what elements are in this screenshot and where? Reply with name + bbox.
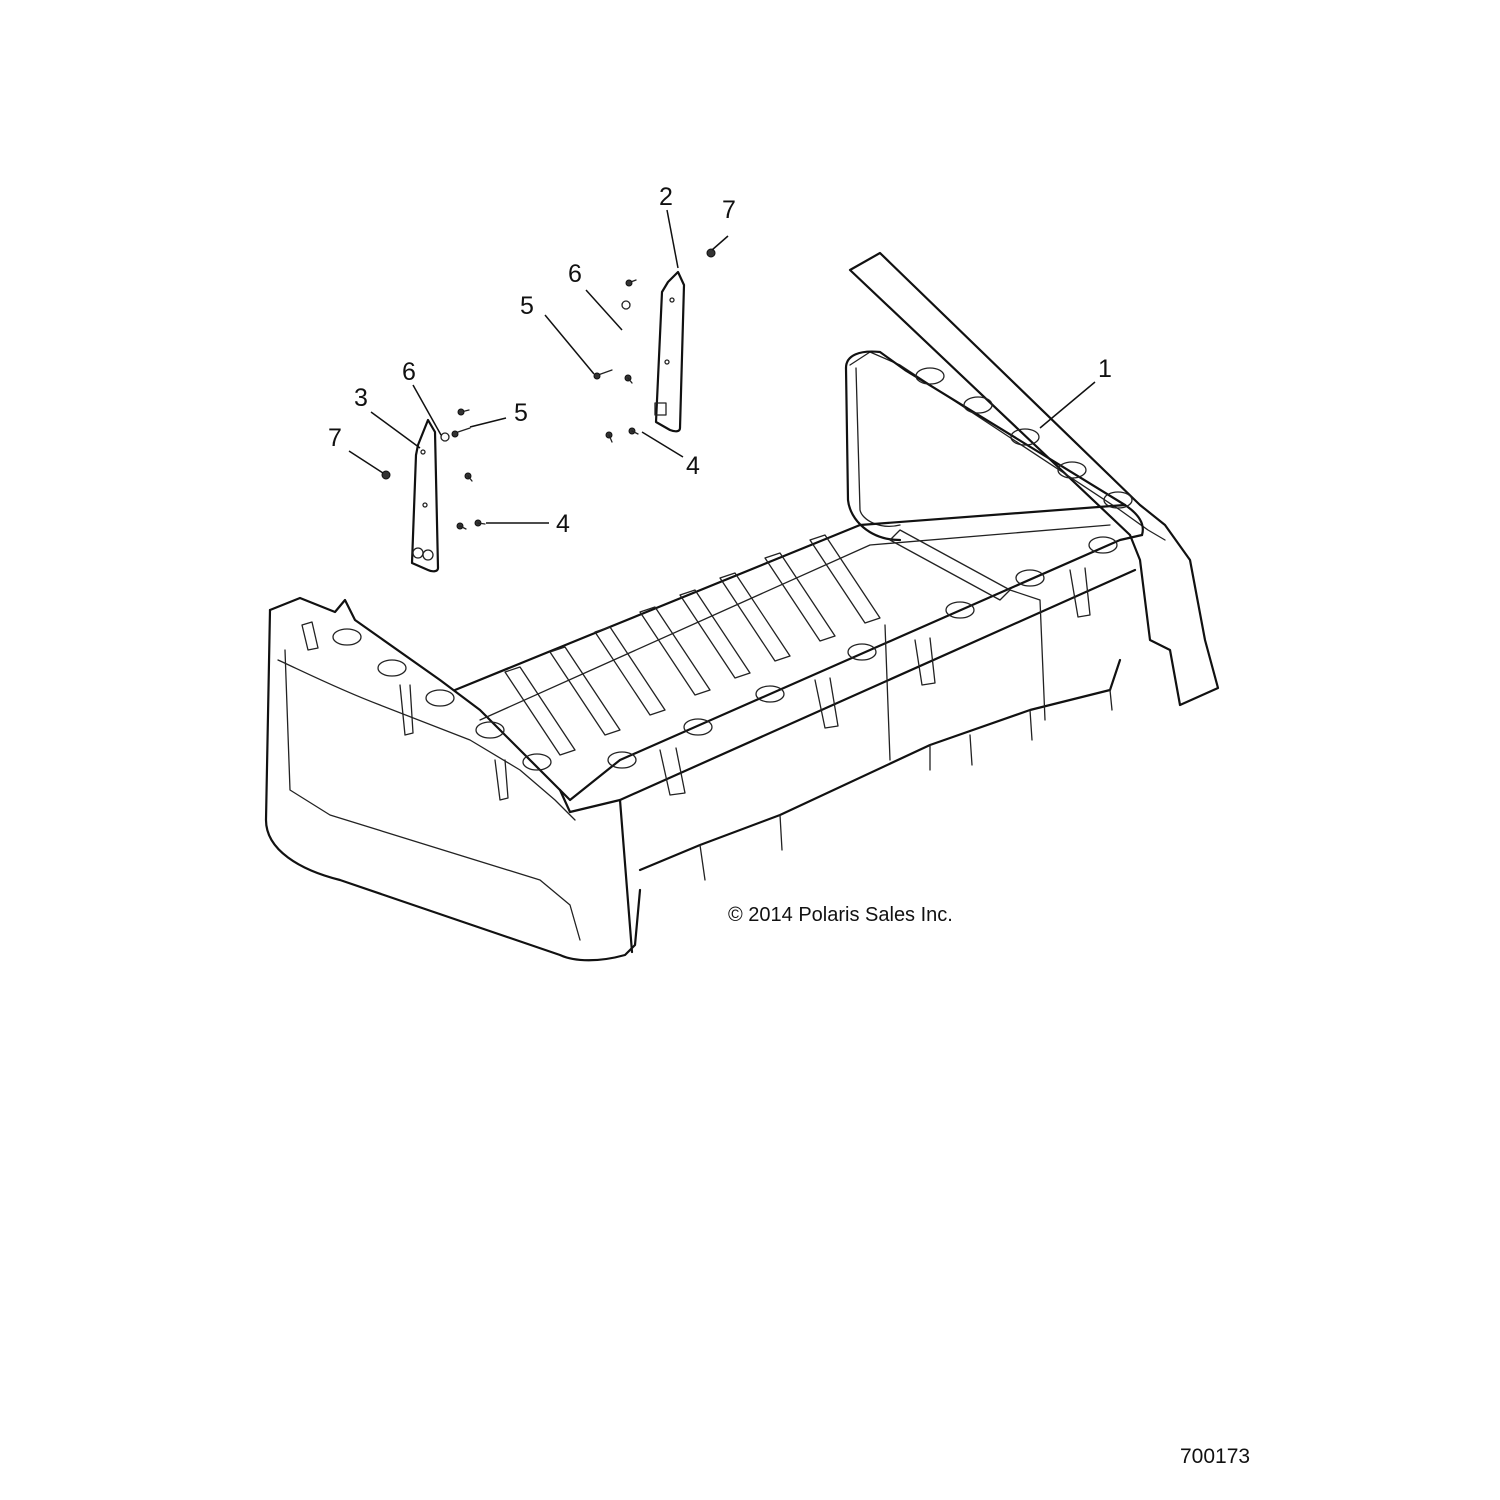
callout-4-lower: 4 (556, 510, 570, 538)
cargo-box (264, 251, 1220, 962)
callout-1: 1 (1098, 355, 1112, 383)
figure-id: 700173 (1180, 1445, 1250, 1468)
screw-icon (456, 374, 639, 530)
callout-labels: 1 2 3 4 4 5 5 6 6 7 7 (328, 183, 1112, 538)
callout-6-lower: 6 (402, 358, 416, 386)
callout-5-lower: 5 (514, 399, 528, 427)
copyright-notice: © 2014 Polaris Sales Inc. (728, 904, 953, 926)
stake-pockets (332, 367, 1133, 771)
callout-2: 2 (659, 183, 673, 211)
washer-icon (440, 432, 450, 442)
tie-down-hooks (301, 567, 1091, 801)
hardware (381, 248, 716, 530)
nut-icon (381, 470, 391, 480)
bracket-right (654, 270, 686, 433)
bolt-icon (451, 279, 637, 438)
washer-icon (621, 300, 631, 310)
bracket-left (410, 418, 440, 573)
callout-7-upper: 7 (722, 196, 736, 224)
leader-lines (348, 209, 1096, 524)
nut-icon (706, 248, 716, 258)
callout-3: 3 (354, 384, 368, 412)
callout-4-upper: 4 (686, 452, 700, 480)
callout-5-upper: 5 (520, 292, 534, 320)
callout-7-lower: 7 (328, 424, 342, 452)
callout-6-upper: 6 (568, 260, 582, 288)
